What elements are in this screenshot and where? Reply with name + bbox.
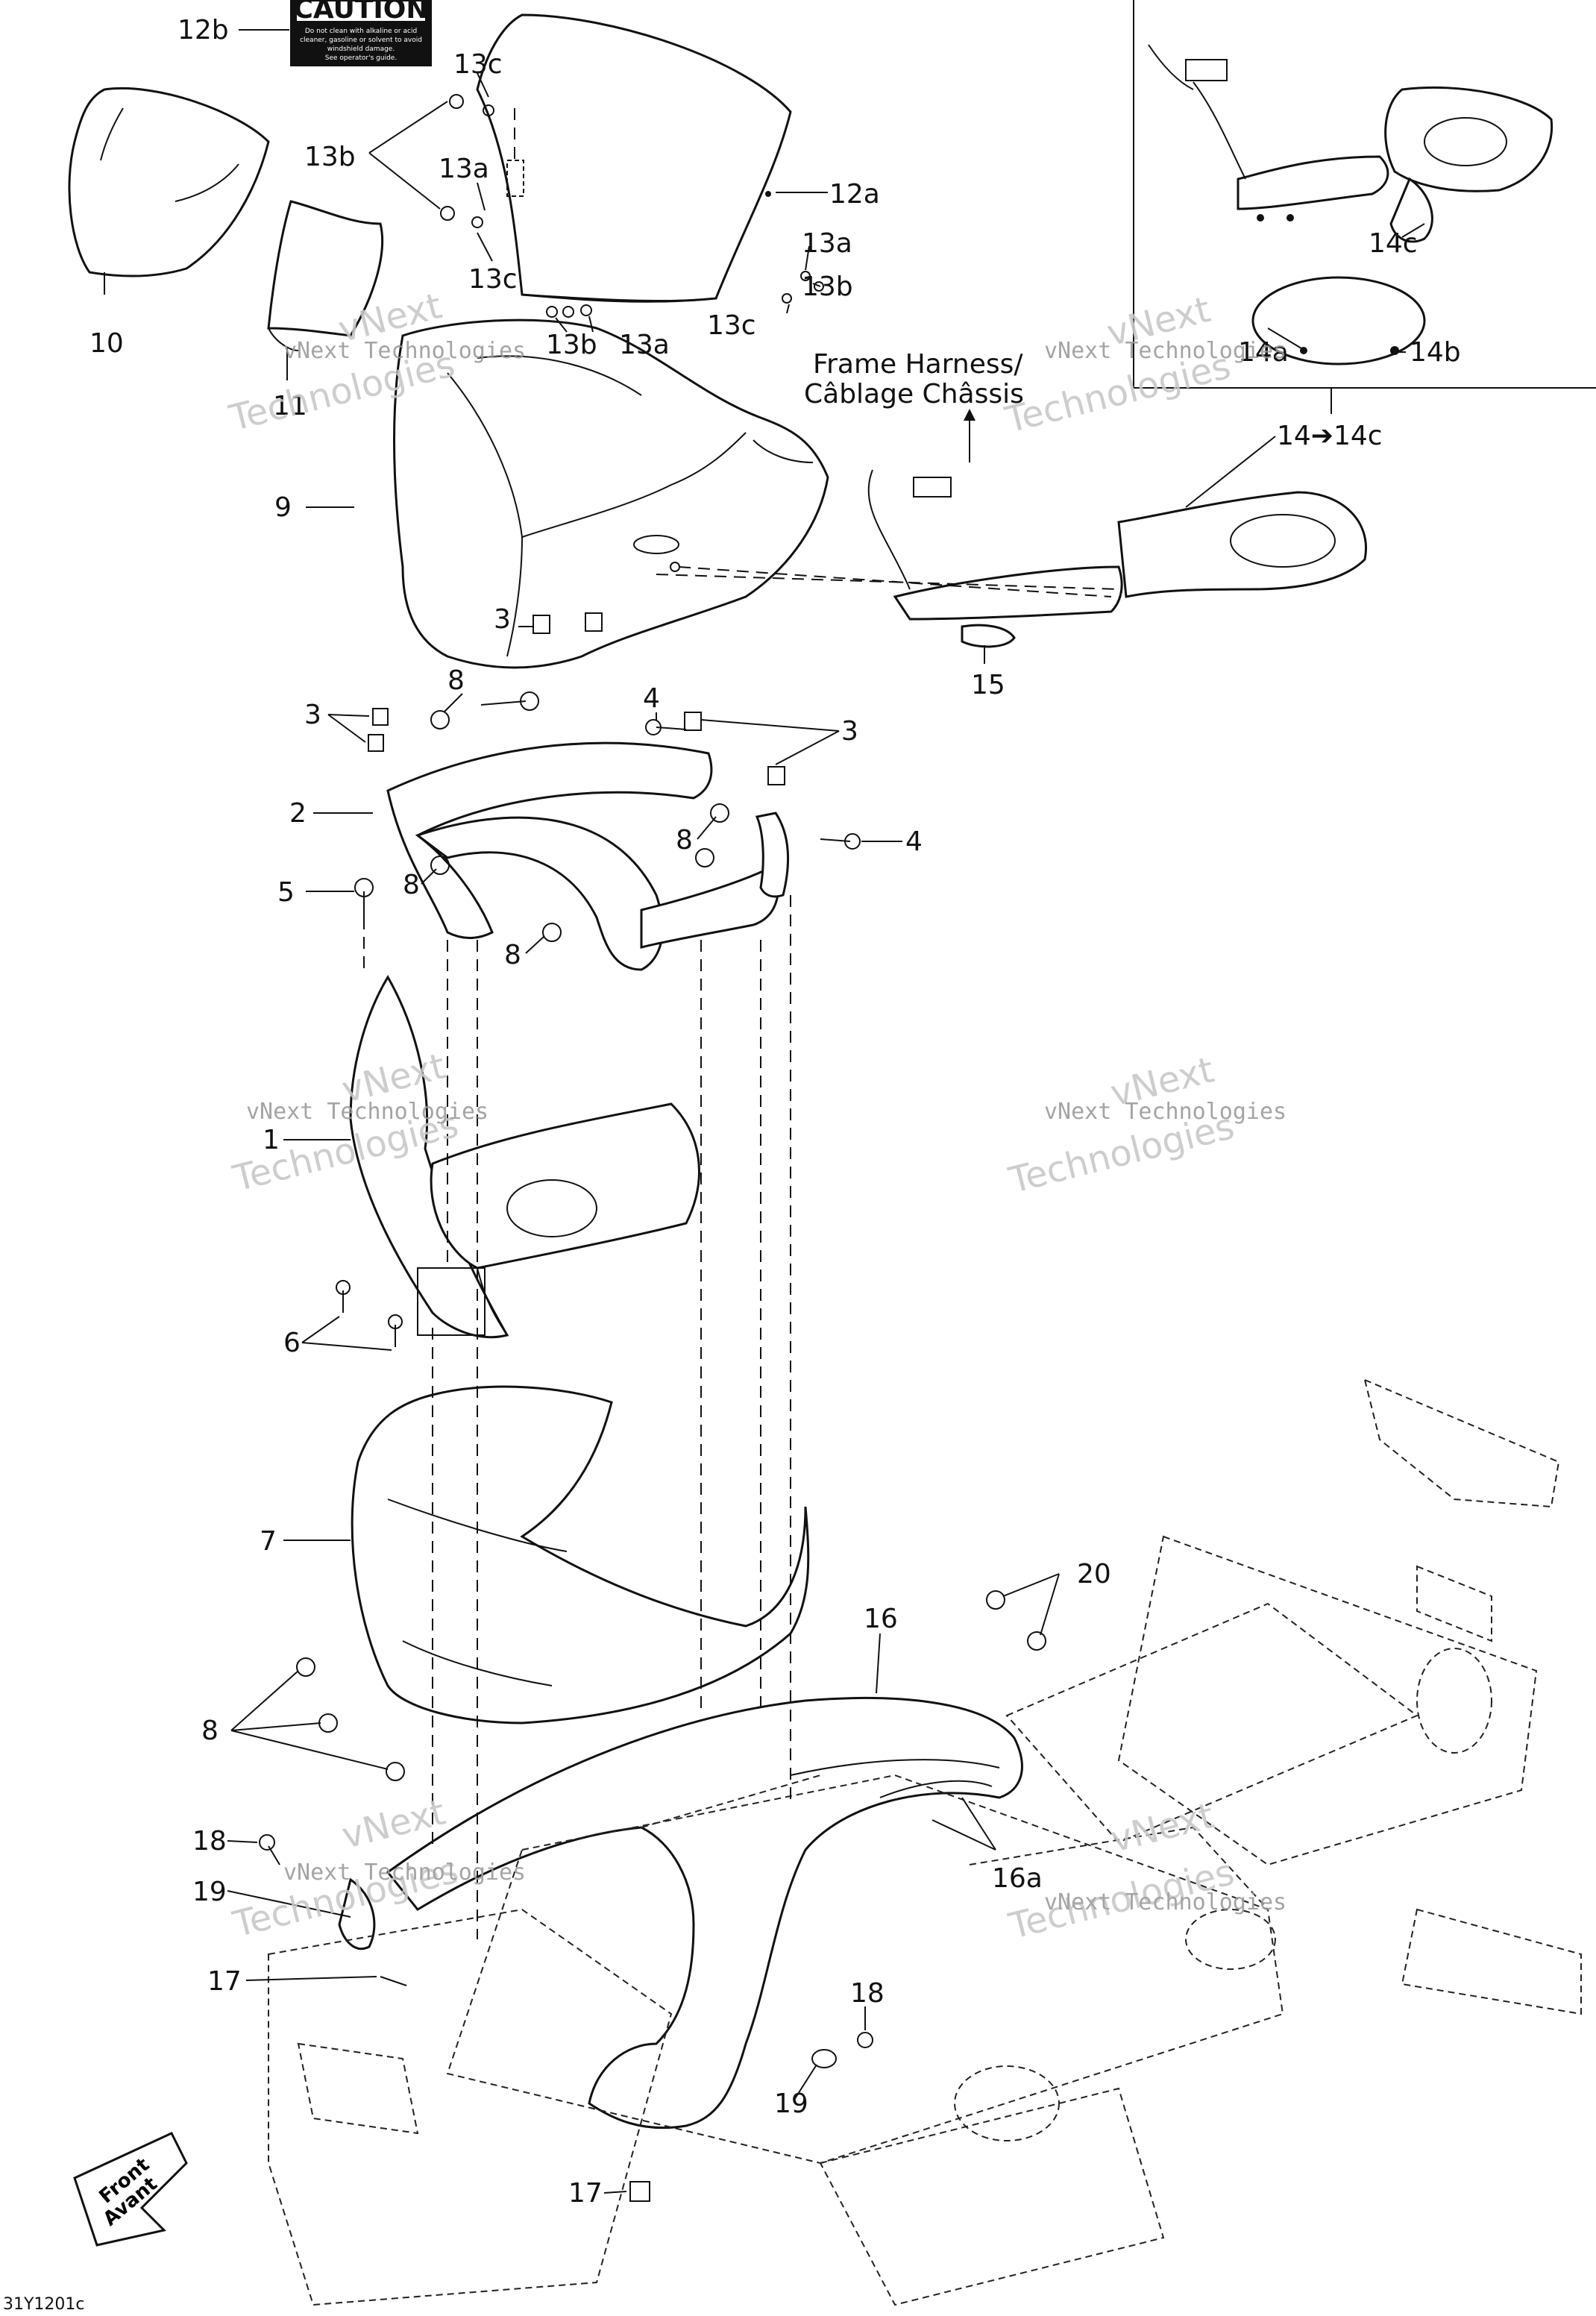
inset-panel-border	[1133, 0, 1596, 414]
callout-14c: 14c	[1369, 228, 1418, 259]
caution-title: CAUTION	[293, 0, 428, 25]
watermark-6-line-1: vNext	[1107, 1795, 1219, 1860]
callout-3-left: 3	[304, 700, 321, 730]
watermark-6-small: vNext Technologies	[1044, 1889, 1286, 1915]
callout-11: 11	[273, 391, 307, 421]
figure-code: 31Y1201c	[3, 2295, 85, 2314]
callout-13c-top: 13c	[453, 49, 503, 80]
callout-13b-left: 13b	[304, 142, 356, 172]
callout-16a: 16a	[992, 1863, 1043, 1894]
part-9-fairing	[392, 318, 829, 669]
callout-8-left: 8	[403, 870, 420, 900]
caution-line-1: Do not clean with alkaline or acid	[305, 28, 417, 35]
fasteners	[259, 94, 1307, 2202]
callout-6: 6	[283, 1328, 301, 1358]
callout-7: 7	[260, 1526, 277, 1557]
callout-4-top: 4	[643, 683, 660, 714]
callout-12b: 12b	[177, 15, 229, 45]
caution-line-4: See operator's guide.	[325, 54, 397, 62]
callout-4-right: 4	[905, 826, 923, 857]
callout-14b: 14b	[1410, 337, 1461, 368]
windshield	[476, 13, 792, 303]
caution-line-2: cleaner, gasoline or solvent to avoid	[300, 37, 422, 44]
callout-10: 10	[89, 328, 124, 359]
callout-20: 20	[1077, 1559, 1111, 1589]
callout-3-top: 3	[494, 604, 511, 635]
callout-13a-top: 13a	[439, 154, 489, 184]
callout-19-right: 19	[774, 2089, 808, 2119]
part-11-bracket	[267, 200, 384, 351]
frame-harness-line-1: Frame Harness/	[813, 349, 1023, 380]
mirror-top	[1148, 44, 1553, 243]
caution-decal: CAUTION Do not clean with alkaline or ac…	[290, 0, 432, 66]
callout-13b-bottom: 13b	[546, 330, 597, 360]
frame-harness-line-2: Câblage Châssis	[804, 379, 1024, 409]
callout-18-left: 18	[192, 1826, 227, 1857]
watermark-4-small: vNext Technologies	[1044, 1099, 1286, 1125]
caution-line-3: windshield damage.	[327, 45, 395, 53]
callout-8-top: 8	[447, 665, 465, 696]
watermark-5-small: vNext Technologies	[283, 1860, 526, 1886]
frame-harness-label: Frame Harness/ Câblage Châssis	[804, 349, 1024, 462]
callout-8-mid: 8	[676, 825, 693, 856]
callout-13c-right: 13c	[707, 310, 756, 341]
callout-14a: 14a	[1238, 337, 1289, 368]
front-direction-arrow: Front Avant	[73, 2132, 188, 2247]
callout-8-bottom: 8	[201, 1716, 219, 1746]
callout-1: 1	[263, 1125, 280, 1155]
watermark-1-small: vNext Technologies	[283, 338, 526, 364]
mirror-bottom	[867, 469, 1367, 648]
callout-16: 16	[864, 1604, 898, 1634]
callout-8-low: 8	[504, 940, 521, 970]
part-16-side-panel	[338, 1697, 1023, 2130]
callout-19-left: 19	[192, 1877, 227, 1907]
part-1-headlight-housing	[349, 975, 700, 1339]
callout-17-right: 17	[568, 2178, 603, 2209]
alignment-lines	[363, 566, 1119, 1939]
callout-17-left: 17	[207, 1966, 242, 1997]
callout-9: 9	[274, 492, 292, 523]
callout-3-right: 3	[841, 716, 858, 747]
callout-13a-bottom: 13a	[619, 330, 670, 360]
callout-13c-mid: 13c	[468, 264, 518, 295]
part-2-frame-bracket	[386, 741, 789, 971]
callout-13b-right: 13b	[802, 272, 853, 302]
part-10-panel	[68, 87, 270, 277]
vehicle-frame	[268, 1378, 1582, 2306]
watermark-3-small: vNext Technologies	[246, 1099, 488, 1125]
callout-13a-right: 13a	[802, 228, 852, 259]
callout-15: 15	[971, 670, 1005, 700]
callout-2: 2	[289, 798, 307, 829]
part-7-lower-fairing	[351, 1385, 810, 1725]
callout-18-right: 18	[850, 1978, 885, 2009]
callout-12a: 12a	[829, 179, 880, 210]
callout-labels: 12b 13c 13b 13a 12a 13c 13a 13b 13c 13b …	[89, 15, 1461, 2209]
watermark-2-small: vNext Technologies	[1044, 338, 1286, 364]
leader-lines	[104, 29, 1425, 2194]
callout-14-range: 14➔14c	[1277, 421, 1383, 451]
callout-5: 5	[277, 877, 295, 908]
